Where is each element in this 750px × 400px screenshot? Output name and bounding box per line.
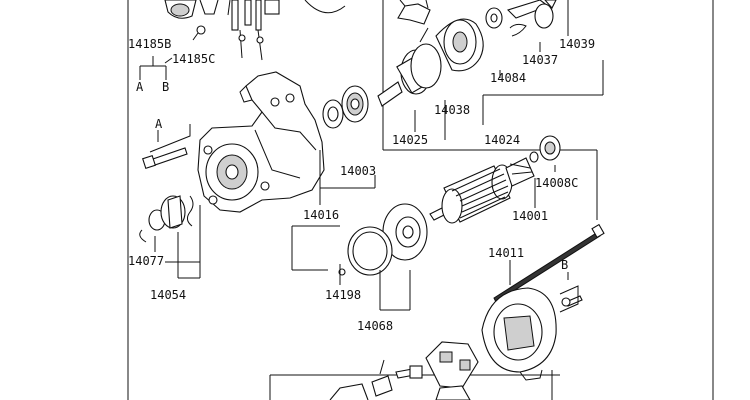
gear-cover-14038 (435, 18, 484, 72)
bearing-set-14003 (322, 85, 369, 129)
frame-lines (127, 0, 714, 400)
shift-lever (397, 0, 431, 25)
drive-housing (197, 71, 325, 213)
label-14016: 14016 (303, 208, 339, 222)
label-14198: 14198 (325, 288, 361, 302)
shaft-assembly-14025 (377, 27, 442, 107)
label-14054: 14054 (150, 288, 186, 302)
solenoid-parts-top (164, 0, 346, 61)
label-14001: 14001 (512, 209, 548, 223)
label-14037: 14037 (522, 53, 558, 67)
brush-holder-parts (329, 341, 479, 400)
reference-boxes (149, 124, 579, 313)
label-14003: 14003 (340, 164, 376, 178)
label-14185C: 14185C (172, 52, 215, 66)
label-ref-a-bolt: A (155, 117, 163, 131)
label-14011: 14011 (488, 246, 524, 260)
label-ref-b-left: B (162, 80, 169, 94)
label-14039: 14039 (559, 37, 595, 51)
part-labels: 14185B 14185C A B 14039 14037 14084 1403… (128, 37, 595, 333)
label-ref-a-left: A (136, 80, 144, 94)
label-14068: 14068 (357, 319, 393, 333)
yoke-14068 (347, 203, 428, 276)
label-14008C: 14008C (535, 176, 578, 190)
pinion-gear (139, 195, 194, 243)
label-14024: 14024 (484, 133, 520, 147)
bolts (142, 147, 605, 307)
label-14185B: 14185B (128, 37, 171, 51)
label-14084: 14084 (490, 71, 526, 85)
armature-14001 (429, 135, 561, 224)
label-ref-b-bolt: B (561, 258, 568, 272)
end-cover (481, 287, 557, 381)
label-14038: 14038 (434, 103, 470, 117)
leader-lines (139, 0, 569, 400)
label-14025: 14025 (392, 133, 428, 147)
label-14077: 14077 (128, 254, 164, 268)
clip-washer-parts (485, 0, 557, 37)
